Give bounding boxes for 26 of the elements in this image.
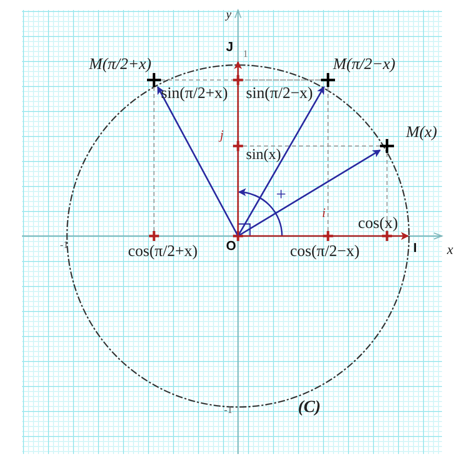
axis-label: i⃗ <box>322 206 336 219</box>
axis-label: sin(x) <box>246 148 281 163</box>
axis-label: -1 <box>224 406 232 416</box>
point-label: I <box>408 236 422 254</box>
axis-label: y <box>226 8 232 20</box>
vector-arrow <box>234 61 242 236</box>
axis-label: + <box>276 185 286 203</box>
point-marker <box>380 139 394 153</box>
point-label: M(π/2−x) <box>333 57 396 73</box>
axis-label: j⃗ <box>220 128 234 141</box>
point-label: O <box>226 236 238 252</box>
point-label: J <box>226 40 238 62</box>
vector-arrow <box>238 150 381 237</box>
point-label: M(π/2+x) <box>89 57 152 73</box>
vector-arrow <box>237 86 325 236</box>
axis-label: x <box>447 244 454 258</box>
vector-arrow <box>157 86 239 236</box>
axis-label: -1 <box>60 241 68 251</box>
axis-label: 1 <box>243 50 248 60</box>
axis-label: cos(π/2+x) <box>128 244 198 260</box>
point-marker <box>147 73 161 87</box>
point-label: M(x) <box>406 125 438 141</box>
point-marker <box>321 73 335 87</box>
axis-label: cos(π/2−x) <box>290 244 360 260</box>
vector-arrow <box>238 232 409 240</box>
axis-label: (C) <box>298 398 321 415</box>
